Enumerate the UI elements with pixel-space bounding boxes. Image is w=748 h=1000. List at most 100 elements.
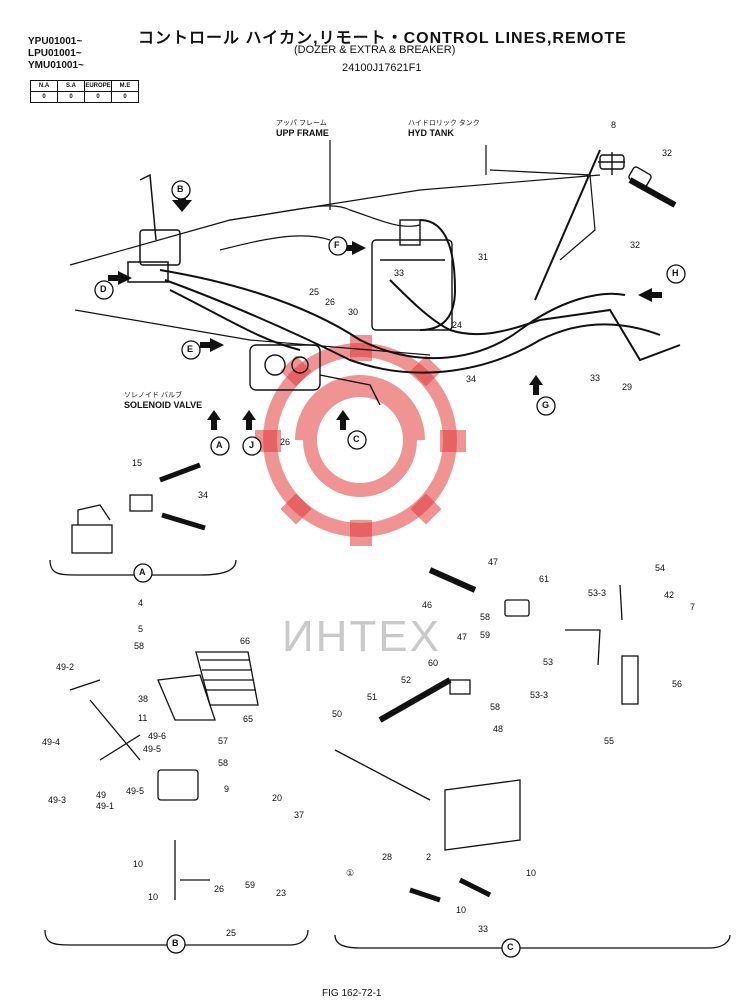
upp-frame-jp: アッパ フレーム (276, 120, 327, 127)
serial-3: YMU01001~ (28, 60, 84, 71)
part-num: 4 (138, 598, 144, 608)
part-num: 37 (294, 810, 305, 820)
part-num: 28 (382, 852, 393, 862)
figure-number: FIG 162-72-1 (322, 988, 382, 999)
part-num: 2 (426, 852, 432, 862)
part-num: 10 (133, 859, 144, 869)
page-subtitle: (DOZER & EXTRA & BREAKER) (294, 44, 456, 56)
part-num: 49-5 (126, 786, 145, 796)
part-num: 10 (148, 892, 159, 902)
part-num: 11 (138, 713, 148, 723)
callout-d: D (100, 284, 107, 294)
part-num: 60 (428, 658, 439, 668)
part-num: 49-1 (96, 801, 115, 811)
part-num: 58 (218, 758, 229, 768)
part-num: 10 (526, 868, 537, 878)
part-num: 49-4 (42, 737, 61, 747)
hyd-tank-jp: ハイドロリック タンク (408, 120, 480, 127)
part-num: 10 (456, 905, 467, 915)
part-num: 56 (672, 679, 683, 689)
part-num: 42 (664, 590, 675, 600)
part-num: 34 (466, 374, 477, 384)
part-num: 26 (325, 297, 336, 307)
control-lever-icon (127, 173, 181, 283)
part-num: 33 (590, 373, 601, 383)
section-a-detail (49, 462, 237, 576)
region-table: N.A S.A EUROPE M.E 0 0 0 0 (30, 80, 139, 103)
serial-2: LPU01001~ (28, 48, 82, 59)
part-num: 49-2 (56, 662, 75, 672)
part-num: 47 (457, 632, 468, 642)
region-value-me: 0 (111, 91, 139, 103)
part-num: 33 (394, 268, 405, 278)
region-value-na: 0 (30, 91, 58, 103)
part-num: 52 (401, 675, 412, 685)
part-num: 51 (367, 692, 378, 702)
part-num: 47 (488, 557, 499, 567)
part-num: 29 (622, 382, 633, 392)
part-num: 49-3 (48, 795, 67, 805)
callout-j: J (249, 440, 255, 450)
part-num: 65 (243, 714, 254, 724)
part-num: 54 (655, 563, 666, 573)
callout-a: A (216, 440, 223, 450)
part-num: 55 (604, 736, 615, 746)
solenoid-jp: ソレノイド バルブ (124, 392, 182, 399)
callout-h: H (672, 268, 679, 278)
part-num: 25 (226, 928, 237, 938)
part-num: 5 (138, 624, 144, 634)
part-num: 49-6 (148, 731, 167, 741)
section-c-detail (334, 567, 731, 949)
hyd-tank-label: HYD TANK (408, 128, 454, 138)
part-num: 32 (630, 240, 641, 250)
page-title: コントロール ハイカン,リモート・CONTROL LINES,REMOTE (138, 30, 627, 47)
hose-lines (159, 149, 681, 374)
part-num: 58 (480, 612, 491, 622)
watermark-text: ИНТЕХ (282, 612, 441, 661)
part-num: 30 (348, 307, 359, 317)
part-num: 53-3 (588, 588, 607, 598)
part-num: 31 (478, 252, 489, 262)
part-num: 58 (490, 702, 501, 712)
callout-circles (94, 180, 686, 456)
part-num: 61 (539, 574, 550, 584)
part-num: 53-3 (530, 690, 549, 700)
solenoid-valve-icon (249, 344, 381, 406)
part-num: 34 (198, 490, 209, 500)
part-num: 46 (422, 600, 433, 610)
part-num: 48 (493, 724, 504, 734)
callout-f: F (334, 240, 340, 250)
part-num: 57 (218, 736, 229, 746)
section-b-pedal-icon (44, 651, 309, 946)
part-num: 38 (138, 694, 149, 704)
section-b-label: B (172, 938, 179, 948)
section-c-circle (501, 938, 521, 958)
fitting-8-icon (598, 152, 677, 208)
part-num: ① (346, 868, 355, 878)
part-num: 33 (478, 924, 489, 934)
part-num: 58 (134, 641, 145, 651)
frame-lines (69, 140, 601, 356)
part-number: 24100J17621F1 (342, 62, 422, 74)
callout-e: E (187, 344, 194, 354)
part-num: 26 (214, 884, 225, 894)
serial-numbers: YPU01001~ LPU01001~ YMU01001~ (28, 36, 84, 72)
part-num: 15 (132, 458, 143, 468)
part-num: 59 (480, 630, 491, 640)
part-num: 49-5 (143, 744, 162, 754)
callout-g: G (542, 400, 550, 410)
section-a-label: A (139, 567, 146, 577)
part-num: 23 (276, 888, 287, 898)
part-num: 26 (280, 437, 291, 447)
callout-arrows (108, 190, 662, 430)
section-b-circle (166, 934, 186, 954)
part-num: 9 (224, 784, 230, 794)
section-c-label: C (507, 942, 514, 952)
part-num: 50 (332, 709, 343, 719)
hyd-tank-icon (371, 219, 453, 331)
callout-c: C (353, 434, 360, 444)
part-num: 8 (611, 120, 617, 130)
part-num: 24 (452, 320, 463, 330)
callout-b: B (177, 184, 184, 194)
part-num: 7 (690, 602, 696, 612)
